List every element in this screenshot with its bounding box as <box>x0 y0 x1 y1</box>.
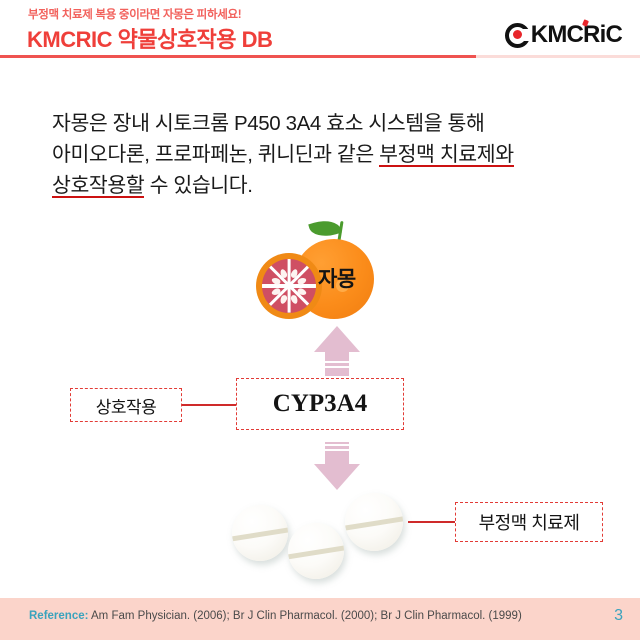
grapefruit-illustration: 자몽 <box>256 216 376 326</box>
pill-icon <box>345 493 403 551</box>
arrow-down-tail <box>325 442 349 464</box>
pill-icon <box>232 505 288 561</box>
reference-label: Reference: <box>29 610 89 622</box>
grapefruit-core <box>286 283 292 289</box>
body-paragraph: 자몽은 장내 시토크롬 P450 3A4 효소 시스템을 통해 아미오다론, 프… <box>52 108 612 201</box>
logo-wordmark: KMCRiC <box>530 19 623 49</box>
stem-icon <box>337 220 344 242</box>
body-line-1: 자몽은 장내 시토크롬 P450 3A4 효소 시스템을 통해 <box>52 108 612 139</box>
connector-pills-to-drug-label <box>408 521 455 523</box>
enzyme-label-box: CYP3A4 <box>236 378 404 430</box>
body-line-1-text: 자몽은 장내 시토크롬 P450 3A4 효소 시스템을 통해 <box>52 112 485 135</box>
body-line-2: 아미오다론, 프로파페논, 퀴니딘과 같은 부정맥 치료제와 <box>52 139 612 170</box>
pill-icon <box>288 523 344 579</box>
reference-citation: Reference: Am Fam Physician. (2006); Br … <box>29 610 522 622</box>
slide-header: 부정맥 치료제 복용 중이라면 자몽은 피하세요! KMCRIC 약물상호작용 … <box>0 0 640 58</box>
pill-score-line <box>232 527 288 543</box>
leaf-icon <box>308 216 342 241</box>
arrow-up-tail <box>325 352 349 376</box>
halved-grapefruit-shape <box>256 253 322 319</box>
enzyme-label-text: CYP3A4 <box>272 390 368 417</box>
arrow-up-head <box>314 326 360 352</box>
header-divider-right <box>476 55 640 58</box>
arrow-down-head <box>314 464 360 490</box>
grapefruit-flesh <box>262 259 316 313</box>
grapefruit-label: 자몽 <box>318 268 356 291</box>
grapefruit-navel-shape <box>336 279 349 292</box>
logo-wordmark-text: KMCRiC <box>530 21 623 48</box>
body-line-3: 상호작용할 수 있습니다. <box>52 170 612 201</box>
arrow-stripe <box>325 449 349 451</box>
reference-text: Am Fam Physician. (2006); Br J Clin Phar… <box>88 610 522 622</box>
header-subtitle: 부정맥 치료제 복용 중이라면 자몽은 피하세요! <box>28 9 242 21</box>
logo-circle-icon <box>504 22 532 48</box>
body-line-3-text: 수 있습니다. <box>144 174 253 197</box>
interaction-label-box: 상호작용 <box>70 388 182 422</box>
body-line-3-highlight: 상호작용할 <box>52 174 145 198</box>
arrow-down-icon <box>314 442 360 492</box>
arrow-stripe <box>325 366 349 368</box>
kmcric-logo: KMCRiC <box>504 19 623 50</box>
connector-interaction-to-enzyme <box>182 404 236 406</box>
page-number: 3 <box>614 607 623 624</box>
slide-footer: Reference: Am Fam Physician. (2006); Br … <box>0 598 640 640</box>
arrow-up-icon <box>314 326 360 376</box>
interaction-label-text: 상호작용 <box>95 397 157 417</box>
header-divider-left <box>0 55 476 58</box>
drug-label-text: 부정맥 치료제 <box>478 513 580 533</box>
logo-red-dot-icon <box>512 29 522 39</box>
body-line-2-highlight: 부정맥 치료제와 <box>379 143 514 167</box>
drug-label-box: 부정맥 치료제 <box>455 502 603 542</box>
page-title: KMCRIC 약물상호작용 DB <box>27 27 273 52</box>
pill-score-line <box>345 515 403 532</box>
arrow-stripe <box>325 361 349 363</box>
body-line-2-text: 아미오다론, 프로파페논, 퀴니딘과 같은 <box>52 143 380 166</box>
pill-score-line <box>288 545 344 561</box>
arrow-stripe <box>325 444 349 446</box>
